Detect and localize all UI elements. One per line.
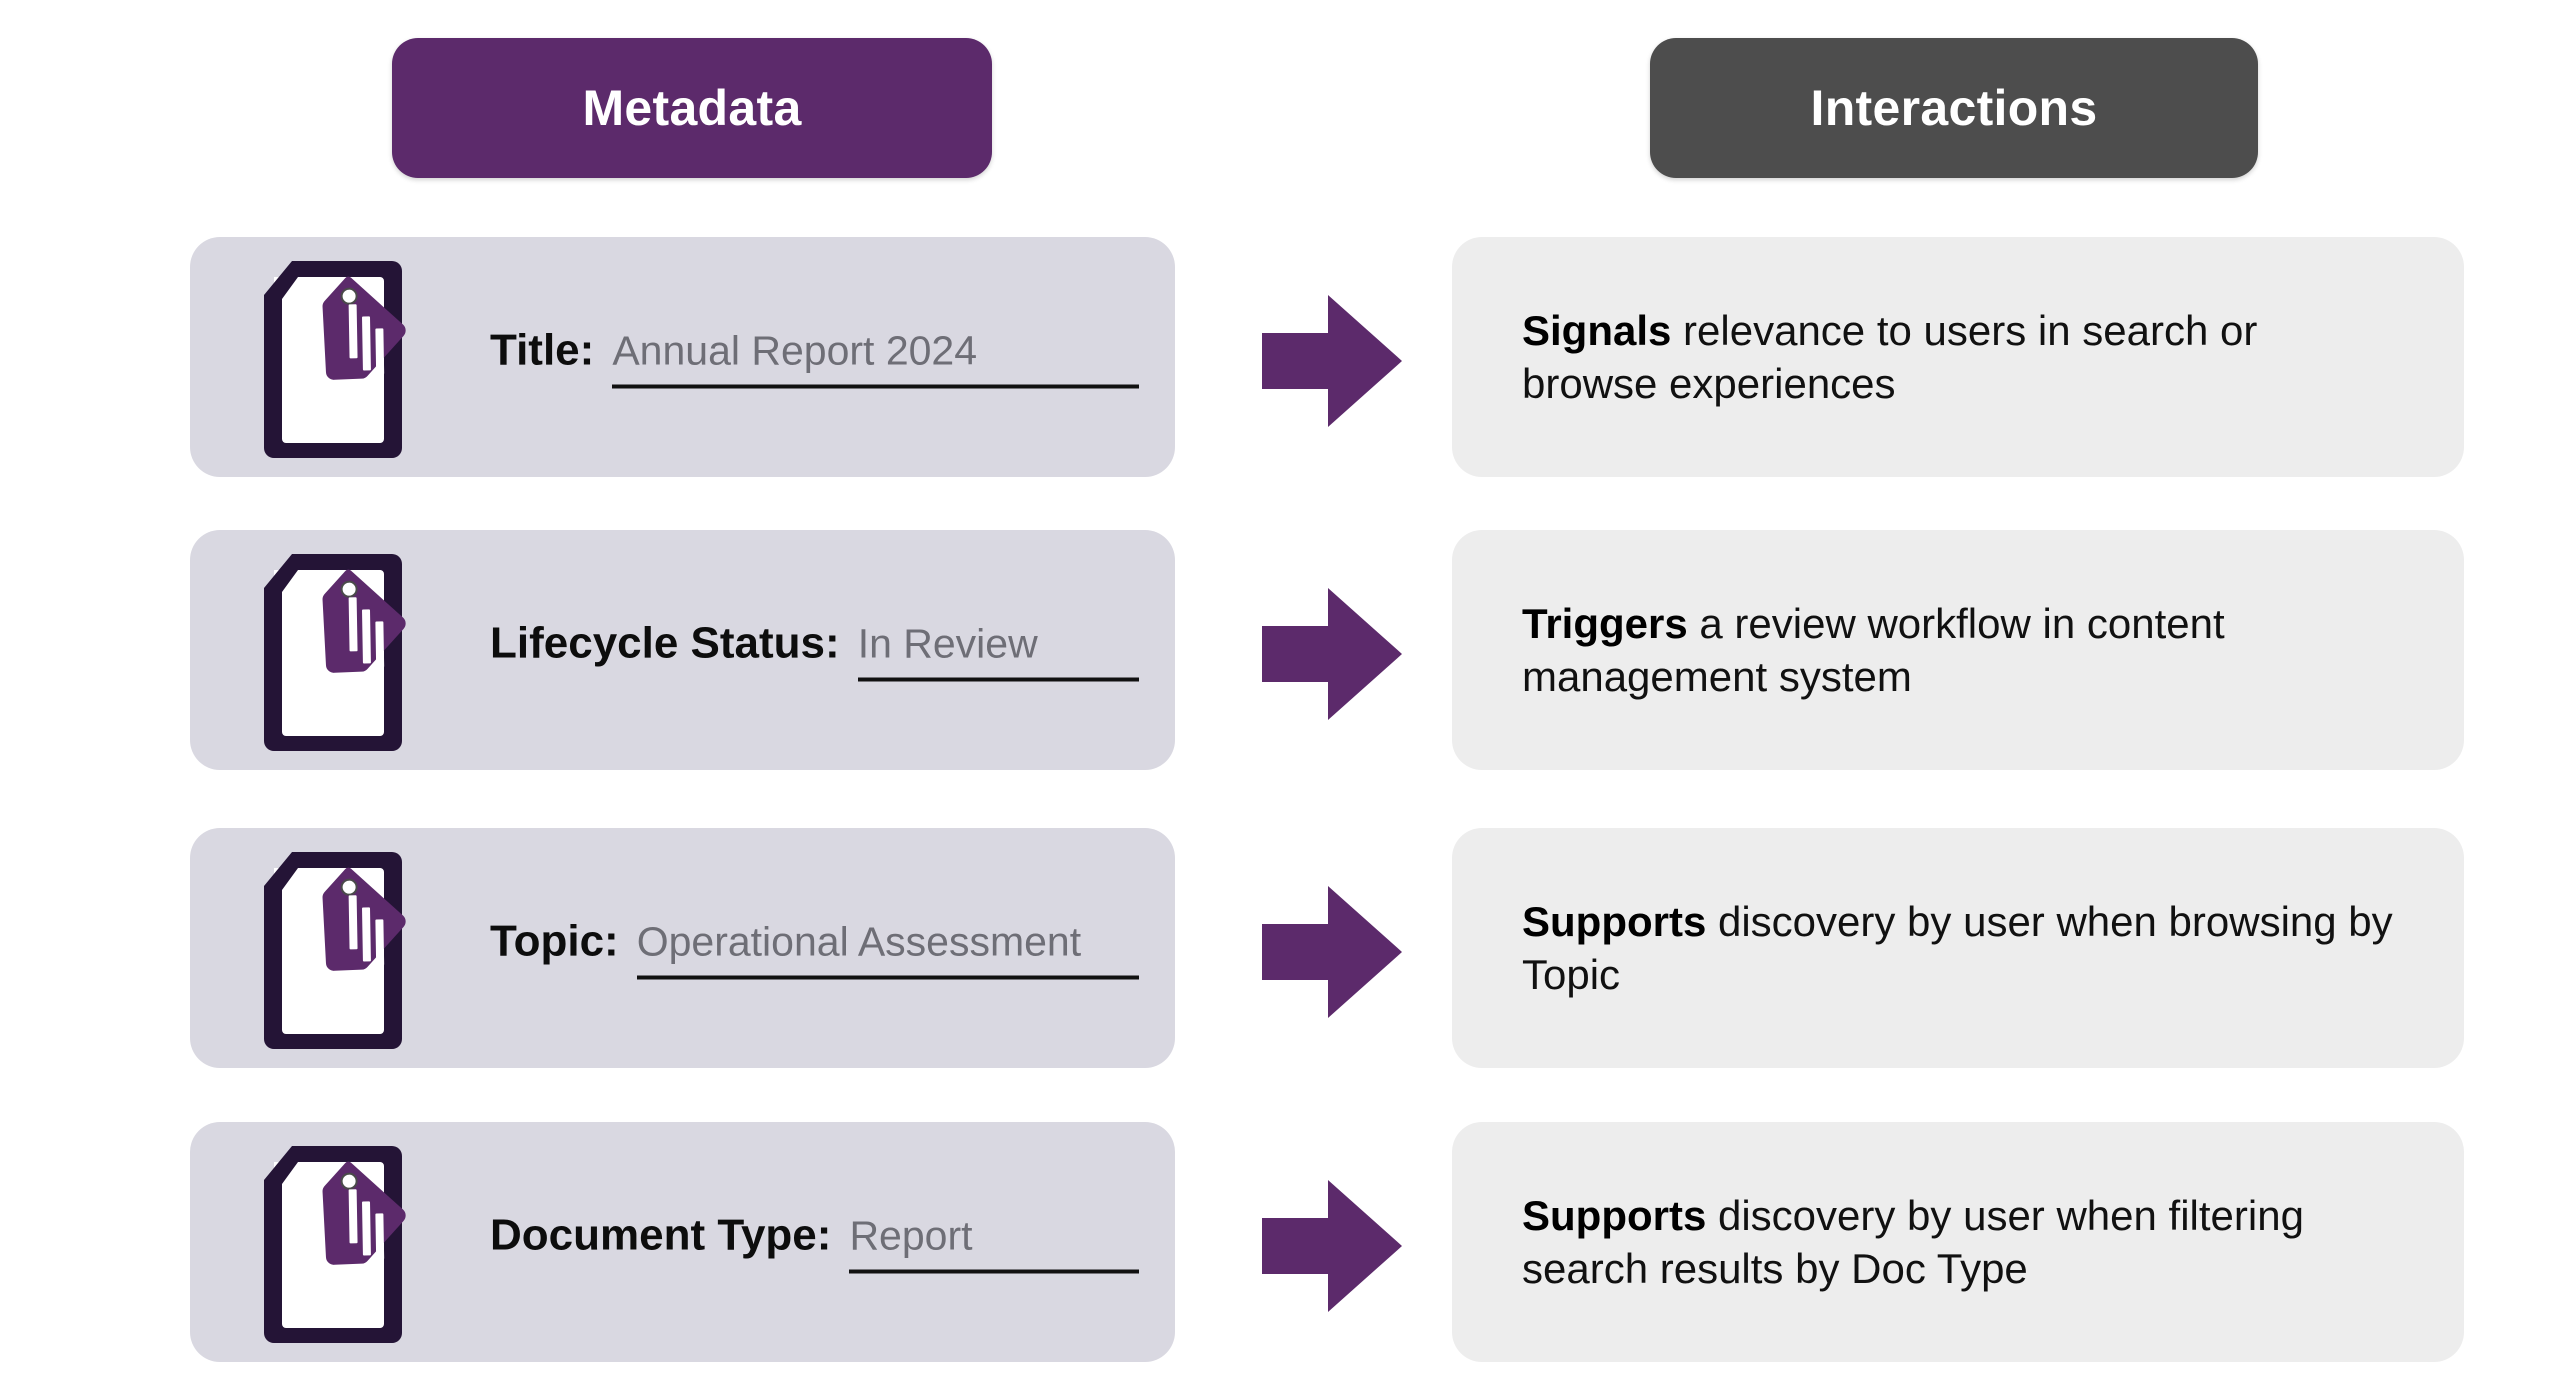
column-header-metadata: Metadata xyxy=(392,38,992,178)
document-tag-icon xyxy=(252,1140,438,1345)
interaction-lead: Supports xyxy=(1522,897,1707,945)
metadata-field: Topic: Operational Assessment xyxy=(490,917,1139,980)
interaction-text: Supports discovery by user when browsing… xyxy=(1522,895,2394,1002)
interaction-card[interactable]: Signals relevance to users in search or … xyxy=(1452,237,2464,477)
column-header-metadata-label: Metadata xyxy=(582,80,802,136)
metadata-card[interactable]: Document Type: Report xyxy=(190,1122,1175,1362)
interaction-rest: relevance to users in search or browse e… xyxy=(1522,306,2258,407)
metadata-row: Topic: Operational Assessment Supports d… xyxy=(0,828,2560,1076)
interaction-rest: a review workflow in content management … xyxy=(1522,599,2225,700)
right-arrow-icon xyxy=(1262,886,1402,1018)
metadata-field-label: Lifecycle Status: xyxy=(490,618,840,668)
interaction-card[interactable]: Supports discovery by user when filterin… xyxy=(1452,1122,2464,1362)
interaction-lead: Triggers xyxy=(1522,599,1688,647)
metadata-field-value-underline: Operational Assessment xyxy=(636,918,1139,980)
metadata-row: Document Type: Report Supports discovery… xyxy=(0,1122,2560,1370)
metadata-field: Title: Annual Report 2024 xyxy=(490,326,1139,389)
metadata-field-value[interactable]: Annual Report 2024 xyxy=(612,327,978,374)
metadata-field: Lifecycle Status: In Review xyxy=(490,619,1139,682)
column-header-interactions: Interactions xyxy=(1650,38,2258,178)
metadata-field-value-underline: Annual Report 2024 xyxy=(612,328,1139,389)
right-arrow-icon xyxy=(1262,588,1402,720)
metadata-field-value-underline: In Review xyxy=(857,620,1139,682)
metadata-field-value[interactable]: In Review xyxy=(857,620,1038,667)
metadata-field-label: Document Type: xyxy=(490,1210,832,1260)
metadata-field-value[interactable]: Operational Assessment xyxy=(636,918,1082,965)
metadata-field-label: Title: xyxy=(490,325,595,375)
interaction-text: Supports discovery by user when filterin… xyxy=(1522,1189,2394,1296)
interaction-card[interactable]: Supports discovery by user when browsing… xyxy=(1452,828,2464,1068)
right-arrow-icon xyxy=(1262,1180,1402,1312)
interaction-lead: Signals xyxy=(1522,306,1672,354)
document-tag-icon xyxy=(252,255,438,460)
metadata-field-label: Topic: xyxy=(490,916,619,966)
metadata-row: Title: Annual Report 2024 Signals releva… xyxy=(0,237,2560,485)
interaction-rest: discovery by user when filtering search … xyxy=(1522,1191,2304,1292)
metadata-field: Document Type: Report xyxy=(490,1211,1139,1274)
document-tag-icon xyxy=(252,846,438,1051)
metadata-field-value-underline: Report xyxy=(849,1213,1139,1274)
interaction-card[interactable]: Triggers a review workflow in content ma… xyxy=(1452,530,2464,770)
interaction-text: Signals relevance to users in search or … xyxy=(1522,304,2394,411)
right-arrow-icon xyxy=(1262,295,1402,427)
interaction-rest: discovery by user when browsing by Topic xyxy=(1522,897,2393,998)
metadata-field-value[interactable]: Report xyxy=(849,1212,973,1259)
metadata-card[interactable]: Topic: Operational Assessment xyxy=(190,828,1175,1068)
column-header-interactions-label: Interactions xyxy=(1810,80,2098,136)
metadata-card[interactable]: Lifecycle Status: In Review xyxy=(190,530,1175,770)
metadata-row: Lifecycle Status: In Review Triggers a r… xyxy=(0,530,2560,778)
interaction-lead: Supports xyxy=(1522,1191,1707,1239)
document-tag-icon xyxy=(252,548,438,753)
metadata-card[interactable]: Title: Annual Report 2024 xyxy=(190,237,1175,477)
interaction-text: Triggers a review workflow in content ma… xyxy=(1522,597,2394,704)
